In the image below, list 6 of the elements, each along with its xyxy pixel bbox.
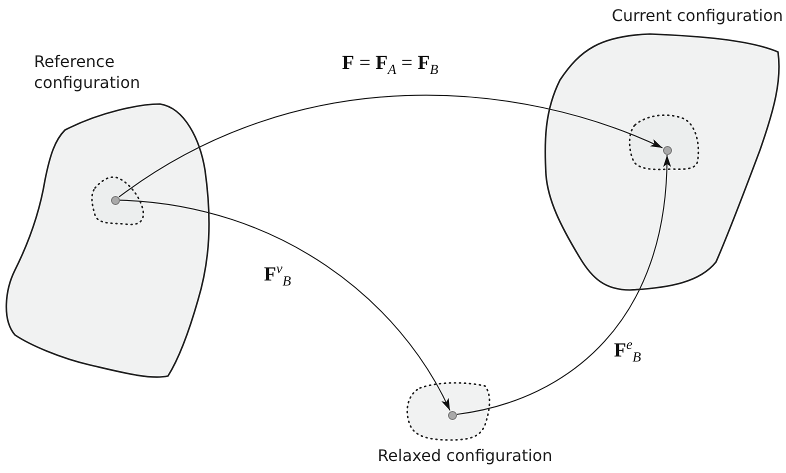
arrow [456, 154, 670, 415]
configuration-label: Reference configuration [34, 52, 142, 94]
arrow [120, 200, 450, 411]
arrow [118, 95, 663, 198]
configuration-label: Relaxed configuration [376, 446, 554, 467]
configuration-label: Current configuration [610, 6, 783, 27]
